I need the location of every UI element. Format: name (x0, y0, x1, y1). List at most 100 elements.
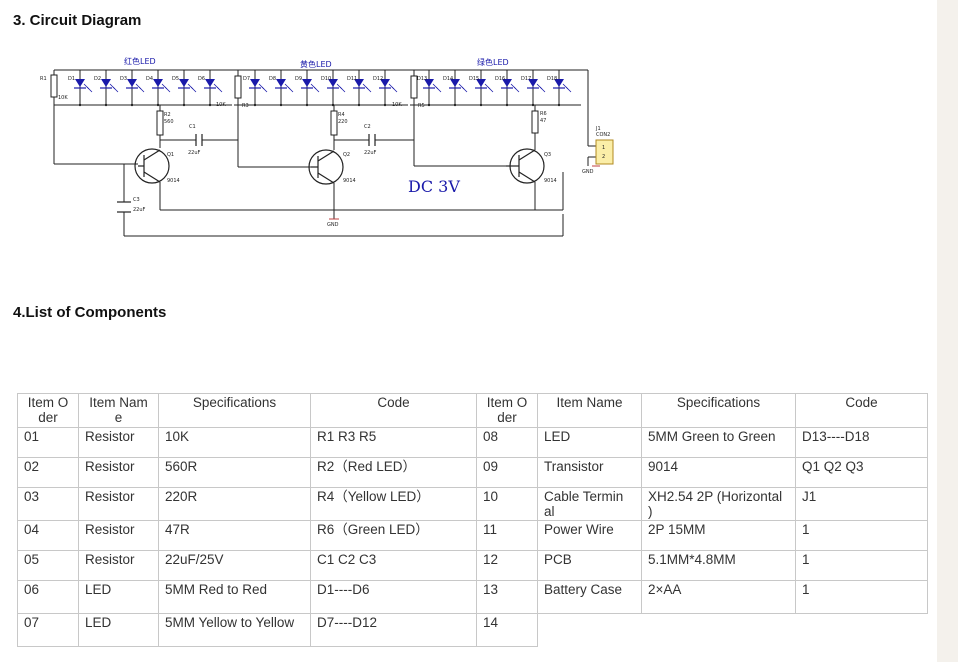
svg-text:1: 1 (602, 145, 605, 151)
table-cell: R6（Green LED） (310, 520, 477, 551)
table-cell: 14 (476, 613, 538, 647)
table-cell: 05 (17, 550, 79, 581)
table-cell: 1 (795, 550, 928, 581)
table-cell: Resistor (78, 487, 159, 521)
led-diode: D10 (321, 70, 346, 107)
table-cell: D7----D12 (310, 613, 477, 647)
table-header-cell: Item Nam e (78, 393, 159, 428)
c2-value: 22uF (364, 150, 377, 156)
r4-value: 220 (338, 119, 348, 125)
table-cell (538, 614, 642, 647)
led-diode: D12 (373, 70, 398, 107)
table-cell: Resistor (78, 427, 159, 458)
table-header-cell: Item Name (537, 393, 642, 428)
transistor-q3 (506, 148, 545, 184)
table-cell: Q1 Q2 Q3 (795, 457, 928, 488)
table-cell: D13----D18 (795, 427, 928, 458)
led-label: D5 (172, 76, 179, 82)
c3-label: C3 (133, 197, 140, 203)
transistor-q2 (308, 149, 344, 185)
table-cell: 22uF/25V (158, 550, 311, 581)
table-cell: 47R (158, 520, 311, 551)
j1-type: CON2 (596, 132, 610, 138)
table-cell: 9014 (641, 457, 796, 488)
led-diode: D16 (495, 70, 520, 107)
r6-label: R6 (540, 111, 547, 117)
led-label: D4 (146, 76, 153, 82)
table-cell (796, 614, 928, 647)
resistor-r6 (531, 110, 539, 134)
table-cell: Power Wire (537, 520, 642, 551)
led-label: D6 (198, 76, 205, 82)
led-label: D15 (469, 76, 479, 82)
q1-part: 9014 (167, 178, 180, 184)
table-cell: 10 (476, 487, 538, 521)
table-cell: LED (78, 580, 159, 614)
table-cell: Resistor (78, 457, 159, 488)
c2-label: C2 (364, 124, 371, 130)
resistor-r5 (410, 75, 418, 99)
r6-value: 47 (540, 118, 546, 124)
led-diode: D11 (347, 70, 372, 107)
table-cell: 03 (17, 487, 79, 521)
table-header-cell: Item O der (476, 393, 538, 428)
led-diode: D8 (269, 70, 294, 107)
table-cell: R4（Yellow LED） (310, 487, 477, 521)
led-label: D8 (269, 76, 276, 82)
circuit-diagram-heading: 3. Circuit Diagram (13, 12, 142, 29)
led-label: D10 (321, 76, 331, 82)
table-cell: 11 (476, 520, 538, 551)
table-cell: 5MM Red to Red (158, 580, 311, 614)
r1-group-value: 10K (216, 102, 226, 108)
led-group-red-label: 红色LED (124, 56, 156, 66)
table-cell: XH2.54 2P (Horizontal ) (641, 487, 796, 521)
gnd-label-connector: GND (582, 169, 594, 175)
transistor-q1 (134, 148, 170, 184)
table-header-cell: Specifications (641, 393, 796, 428)
r3-label: R3 (242, 103, 249, 109)
table-cell: J1 (795, 487, 928, 521)
led-label: D11 (347, 76, 357, 82)
svg-text:2: 2 (602, 154, 605, 160)
table-cell: Resistor (78, 550, 159, 581)
table-header-cell: Code (310, 393, 477, 428)
r4-label: R4 (338, 112, 345, 118)
gnd-label-main: GND (327, 222, 339, 228)
table-cell: 12 (476, 550, 538, 581)
led-diode: D2 (94, 70, 119, 107)
table-cell: Transistor (537, 457, 642, 488)
table-cell: Battery Case (537, 580, 642, 614)
table-cell: 2×AA (641, 580, 796, 614)
led-label: D16 (495, 76, 505, 82)
resistor-r1 (50, 74, 58, 98)
j1-label: J1 (595, 126, 601, 132)
led-label: D2 (94, 76, 101, 82)
led-diode: D1 (68, 70, 93, 107)
led-label: D13 (417, 76, 427, 82)
table-header-cell: Specifications (158, 393, 311, 428)
led-group-yellow-label: 黄色LED (300, 59, 332, 69)
table-cell: 01 (17, 427, 79, 458)
table-cell: 09 (476, 457, 538, 488)
led-label: D14 (443, 76, 453, 82)
led-diode: D3 (120, 70, 145, 107)
led-label: D1 (68, 76, 75, 82)
table-cell: Resistor (78, 520, 159, 551)
table-header-cell: Code (795, 393, 928, 428)
led-diode: D6 (198, 70, 223, 107)
led-diode: D7 (243, 70, 268, 107)
table-cell: 2P 15MM (641, 520, 796, 551)
table-cell: R2（Red LED） (310, 457, 477, 488)
c3-value: 22uF (133, 207, 146, 213)
led-diode: D15 (469, 70, 494, 107)
table-cell: 04 (17, 520, 79, 551)
table-cell: C1 C2 C3 (310, 550, 477, 581)
component-list-heading: 4.List of Components (13, 304, 167, 321)
table-cell: 10K (158, 427, 311, 458)
